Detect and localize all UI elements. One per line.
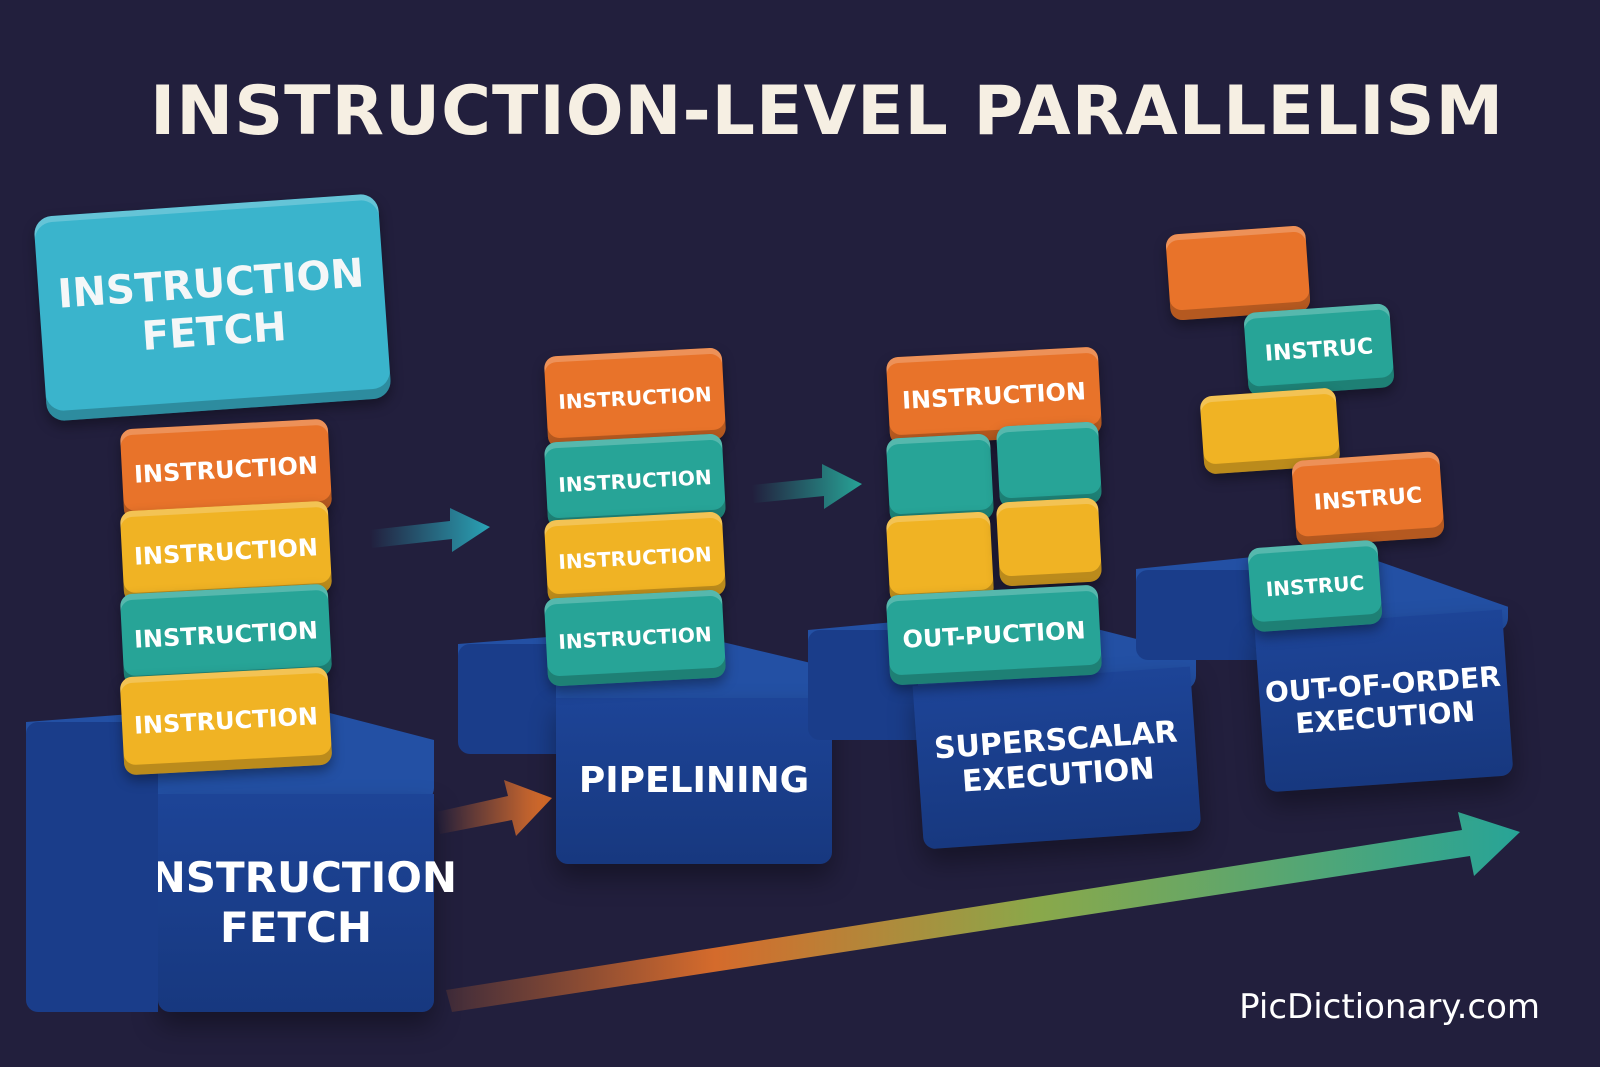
out-of-order-block-orange-1 [1165,225,1311,321]
out-of-order-block-2: INSTRUC [1291,450,1445,548]
arrow-fetch-base-to-pipelining-base [436,780,552,836]
arrow-pipelining-to-superscalar [752,464,862,509]
fetch-base: INSTRUCTION FETCH [26,702,457,1012]
page-title: INSTRUCTION-LEVEL PARALLELISM [150,72,1505,151]
arrow-fetch-to-pipelining [370,508,490,552]
watermark: PicDictionary.com [1239,987,1540,1027]
fetch-header-block: INSTRUCTION FETCH [33,193,392,422]
out-of-order-block-1: INSTRUC [1243,303,1395,397]
pipelining-base: PIPELINING [458,628,832,864]
fetch-block-4: INSTRUCTION [119,666,333,776]
pipelining-block-1: INSTRUCTION [543,347,727,449]
superscalar-block-right-2 [995,497,1103,587]
out-of-order-base-label: OUT-OF-ORDER EXECUTION [1254,609,1514,793]
pipelining-block-4: INSTRUCTION [543,589,727,687]
fetch-base-label: INSTRUCTION FETCH [135,794,457,1012]
progress-arrow [446,812,1520,1012]
out-of-order-block-3: INSTRUC [1247,539,1383,633]
superscalar-block-right-1 [995,421,1103,509]
pipelining-base-label: PIPELINING [556,698,832,864]
superscalar-bottom-block: OUT-PUCTION [885,584,1103,686]
